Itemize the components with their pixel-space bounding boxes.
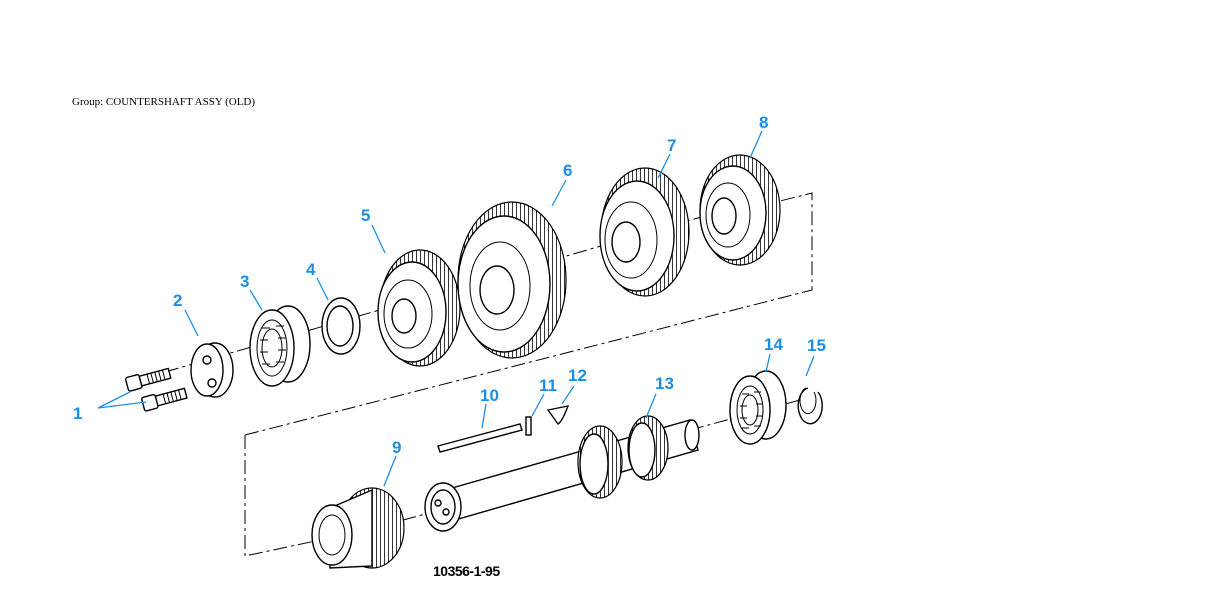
callout-labels: 1 2 3 4 5 6 7 8 9 10 11 12 13 14 15 [73,113,826,457]
phantom-frame [244,192,813,557]
callout-12: 12 [568,366,587,385]
part-8-gear [699,154,781,266]
callout-1: 1 [73,404,82,423]
part-15-snap-ring [797,387,823,425]
callout-14: 14 [764,335,783,354]
callout-6: 6 [563,161,572,180]
callout-9: 9 [392,438,401,457]
part-14-bearing [729,370,787,445]
callout-2: 2 [173,291,182,310]
callout-7: 7 [667,136,676,155]
callout-3: 3 [240,272,249,291]
callout-leaders [97,130,815,487]
part-11-pin [525,416,532,436]
part-10-key [437,423,523,453]
callout-11: 11 [539,376,557,395]
callout-4: 4 [306,260,316,279]
callout-5: 5 [361,206,370,225]
callout-13: 13 [655,374,674,393]
part-9-gear [311,487,405,569]
group-title: Group: COUNTERSHAFT ASSY (OLD) [72,96,256,108]
figure-number: 10356-1-95 [433,563,500,579]
part-12-woodruff-key [546,405,570,425]
part-2-retainer-plate [190,342,234,398]
part-5-gear [377,249,461,367]
callout-8: 8 [759,113,768,132]
part-13-countershaft [424,415,700,532]
part-3-bearing [249,305,311,387]
part-1-bolts [124,367,188,412]
callout-10: 10 [480,386,499,405]
part-7-gear [599,167,690,297]
part-6-large-gear [457,201,567,359]
part-4-washer [321,297,361,355]
callout-15: 15 [807,336,826,355]
